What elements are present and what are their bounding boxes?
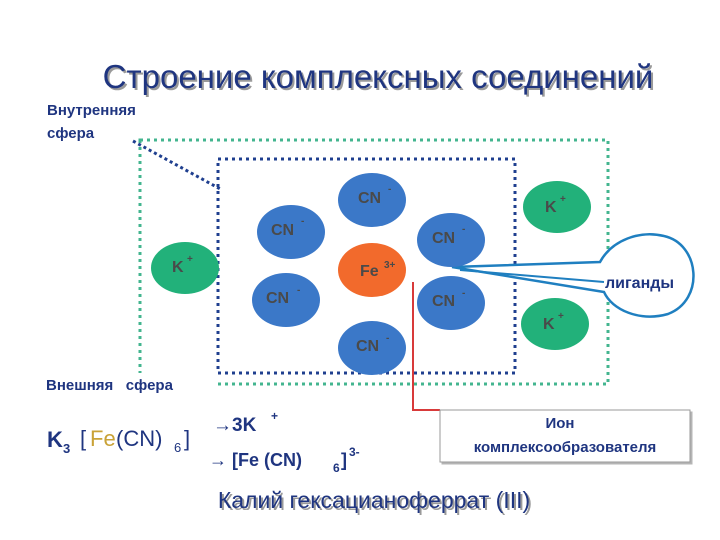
k-ion-upper-right: K + xyxy=(523,181,591,233)
central-ion-callout-box xyxy=(439,409,691,463)
svg-text:-: - xyxy=(297,285,300,296)
outer-sphere-label-bg xyxy=(44,373,214,395)
svg-text:+: + xyxy=(271,409,278,423)
cn-ion-upper-right: CN - xyxy=(417,213,485,267)
cn-ion-bottom: CN - xyxy=(338,321,406,375)
svg-text:K: K xyxy=(172,259,184,276)
ligands-callout-bubble xyxy=(451,233,695,318)
central-ion-label-line2: комплексообразователя xyxy=(474,439,657,456)
svg-text:]: ] xyxy=(341,450,347,470)
k-ion-lower-right: K + xyxy=(521,298,589,350)
svg-text:+: + xyxy=(560,194,566,205)
inner-sphere-pointer xyxy=(132,139,223,192)
fe-central-ion: Fe 3+ xyxy=(338,243,406,297)
ligands-label: лиганды xyxy=(605,275,674,292)
svg-text:→3K: →3K xyxy=(213,415,257,436)
central-ion-pointer xyxy=(412,282,440,411)
svg-text:→ [Fe (CN): → [Fe (CN) xyxy=(209,450,302,470)
svg-text:K: K xyxy=(543,316,555,333)
central-ion-label-line1: Ион xyxy=(545,415,574,432)
svg-text:-: - xyxy=(388,184,391,195)
svg-text:CN: CN xyxy=(432,230,455,247)
svg-text:3-: 3- xyxy=(349,445,360,459)
svg-text:CN: CN xyxy=(266,290,289,307)
svg-text:CN: CN xyxy=(271,222,294,239)
svg-text:(CN): (CN) xyxy=(116,426,162,451)
svg-text:+: + xyxy=(558,311,564,322)
cn-ion-upper-left: CN - xyxy=(257,205,325,259)
slide-title: Строение комплексных соединений xyxy=(103,58,654,95)
formula: K 3 [ Fe (CN) 6 ] xyxy=(47,426,190,456)
compound-name: Калий гексацианоферрат (III) xyxy=(218,487,530,513)
svg-text:CN: CN xyxy=(356,338,379,355)
dissociation-potassium: →3K + xyxy=(213,409,278,436)
svg-text:]: ] xyxy=(184,426,190,451)
svg-text:Fe: Fe xyxy=(360,263,379,280)
svg-text:-: - xyxy=(462,224,465,235)
svg-text:-: - xyxy=(462,288,465,299)
svg-text:K: K xyxy=(545,199,557,216)
k-ion-left: K + xyxy=(151,242,219,294)
svg-text:6: 6 xyxy=(333,461,340,475)
svg-text:K: K xyxy=(47,427,63,452)
svg-text:-: - xyxy=(386,333,389,344)
svg-text:-: - xyxy=(301,216,304,227)
dissociation-complex-ion: → [Fe (CN) 6 ] 3- xyxy=(209,445,360,475)
svg-text:CN: CN xyxy=(432,293,455,310)
svg-text:[: [ xyxy=(80,426,86,451)
svg-text:3: 3 xyxy=(63,441,70,456)
cn-ion-lower-left: CN - xyxy=(252,273,320,327)
svg-text:6: 6 xyxy=(174,440,181,455)
svg-text:CN: CN xyxy=(358,190,381,207)
svg-text:Fe: Fe xyxy=(90,426,116,451)
svg-text:+: + xyxy=(187,254,193,265)
cn-ion-lower-right: CN - xyxy=(417,276,485,330)
cn-ion-top: CN - xyxy=(338,173,406,227)
inner-sphere-label: Внутренняя сфера xyxy=(47,102,140,142)
ligands-callout-line xyxy=(459,269,605,283)
svg-text:3+: 3+ xyxy=(384,260,396,271)
outer-sphere-label: Внешняя сфера xyxy=(46,377,174,394)
